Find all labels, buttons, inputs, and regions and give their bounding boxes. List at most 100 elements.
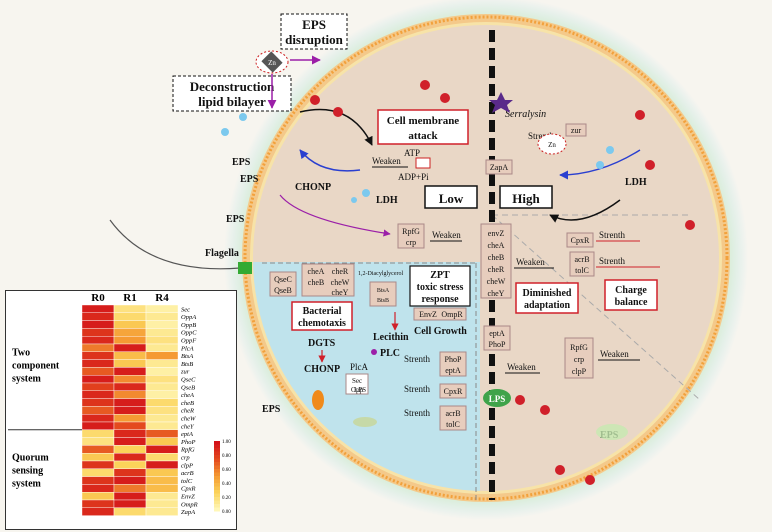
heatmap-gene-label: cheY bbox=[181, 423, 195, 430]
eps-label-2: EPS bbox=[240, 174, 259, 185]
heatmap-cell bbox=[113, 328, 147, 337]
eps-label-3: EPS bbox=[226, 214, 245, 225]
crp-left: crp bbox=[406, 238, 416, 247]
heatmap-cell bbox=[113, 390, 147, 399]
heatmap-gene-label: zur bbox=[180, 369, 190, 376]
heatmap-gene-label: OppA bbox=[181, 314, 196, 321]
gene-chey-right: cheY bbox=[488, 289, 505, 298]
heatmap-gene-label: PlcA bbox=[180, 345, 194, 352]
chemotaxis-line2: chemotaxis bbox=[298, 318, 346, 329]
heatmap-cell bbox=[145, 429, 179, 438]
scale-band bbox=[214, 493, 220, 498]
gene-ompr: OmpR bbox=[441, 310, 463, 319]
heatmap-col-r0: R0 bbox=[91, 292, 105, 304]
chonp-inner-label: CHONP bbox=[304, 364, 340, 375]
heatmap-gene-label: OmpR bbox=[181, 501, 198, 508]
eps-bottom-label: EPS bbox=[262, 404, 281, 415]
flagella-label: Flagella bbox=[205, 248, 239, 259]
scale-tick: 1.00 bbox=[222, 440, 231, 445]
strenth-serralysin: Strenth bbox=[528, 131, 554, 141]
scale-tick: 0.40 bbox=[222, 482, 231, 487]
gene-chew-right: cheW bbox=[487, 277, 506, 286]
zn-right-label: Zn bbox=[548, 141, 556, 149]
heatmap-cell bbox=[81, 359, 115, 368]
heatmap-gene-label: tolC bbox=[181, 478, 193, 485]
heatmap-cell bbox=[81, 398, 115, 407]
gene-chew: cheW bbox=[331, 278, 350, 287]
heatmap-cell bbox=[113, 343, 147, 353]
scale-band bbox=[214, 448, 220, 452]
scale-tick: 0.60 bbox=[222, 468, 231, 473]
gene-qsec: QseC bbox=[274, 275, 292, 284]
adp-label: ADP+Pi bbox=[398, 172, 429, 182]
zpt-line3: response bbox=[421, 294, 459, 305]
gene-sec: Sec bbox=[352, 377, 362, 385]
gene-btsa: BtsA bbox=[377, 288, 390, 294]
heatmap-cell bbox=[145, 312, 179, 321]
charge-balance-box bbox=[604, 279, 658, 311]
heatmap-cell bbox=[113, 336, 147, 345]
deconstruction-line1: Deconstruction bbox=[190, 79, 275, 94]
scale-band bbox=[214, 507, 220, 512]
heatmap-gene-label: OppF bbox=[181, 338, 197, 345]
heatmap-group-label: system bbox=[12, 373, 42, 384]
heatmap-cell bbox=[145, 437, 179, 446]
scale-band bbox=[214, 500, 220, 505]
scale-band bbox=[214, 486, 220, 491]
heatmap-gene-label: PhoP bbox=[180, 439, 195, 446]
heatmap-group-label: Two bbox=[12, 347, 30, 358]
heatmap-cell bbox=[81, 437, 115, 446]
gene-btsb: BtsB bbox=[377, 298, 389, 304]
heatmap-cell bbox=[81, 390, 115, 399]
gene-tolc-right: tolC bbox=[575, 266, 589, 275]
membrane-attack-line1: Cell membrane bbox=[387, 115, 460, 127]
heatmap-cell bbox=[145, 484, 179, 493]
serralysin-label: Serralysin bbox=[505, 109, 546, 120]
membrane-attack-line2: attack bbox=[408, 130, 438, 142]
scale-band bbox=[214, 469, 220, 473]
heatmap-cell bbox=[145, 351, 179, 360]
heatmap-cell bbox=[113, 491, 147, 501]
high-label: High bbox=[512, 191, 540, 206]
chonp-outer-label: CHONP bbox=[295, 182, 331, 193]
cell-growth-label: Cell Growth bbox=[414, 326, 467, 337]
high-box bbox=[499, 185, 553, 209]
atp-label: ATP bbox=[404, 148, 420, 158]
heatmap-cell bbox=[113, 445, 147, 454]
gene-epta-right: eptA bbox=[489, 329, 505, 338]
heatmap-cell bbox=[113, 374, 147, 384]
heatmap-cell bbox=[81, 445, 115, 454]
heatmap-cell bbox=[145, 406, 179, 415]
gene-opp: Opp bbox=[351, 386, 364, 394]
heatmap-cell bbox=[113, 499, 147, 509]
heatmap-gene-label: EnvZ bbox=[180, 494, 195, 501]
gene-rpfg-right: RpfG bbox=[570, 343, 588, 352]
zpt-line1: ZPT bbox=[430, 270, 450, 281]
heatmap-cell bbox=[113, 468, 147, 477]
rpfg-left: RpfG bbox=[402, 227, 420, 236]
heatmap-cell bbox=[145, 382, 179, 392]
chemotaxis-line1: Bacterial bbox=[303, 306, 342, 317]
zpt-box bbox=[409, 265, 471, 307]
gene-acrb-right: acrB bbox=[574, 255, 589, 264]
plc-label: PLC bbox=[380, 348, 400, 359]
heatmap-cell bbox=[81, 336, 115, 345]
heatmap-cell bbox=[81, 413, 115, 423]
heatmap-gene-label: cheA bbox=[181, 392, 194, 399]
heatmap-gene-label: cheR bbox=[181, 408, 194, 415]
gene-phop-right: PhoP bbox=[489, 340, 506, 349]
heatmap-cell bbox=[81, 367, 115, 376]
heatmap-gene-label: OppC bbox=[181, 330, 197, 337]
strenth-acrb: Strenth bbox=[599, 256, 625, 266]
eps-label-1: EPS bbox=[232, 157, 251, 168]
heatmap-cell bbox=[81, 499, 115, 509]
lps-right-icon bbox=[483, 389, 511, 407]
gene-epta-left: eptA bbox=[445, 366, 461, 375]
gene-envz: EnvZ bbox=[419, 310, 437, 319]
heatmap-group-label: system bbox=[12, 479, 42, 490]
heatmap-cell bbox=[81, 468, 115, 477]
heatmap-cell bbox=[81, 421, 115, 431]
heatmap-cell bbox=[113, 460, 147, 470]
heatmap-cell bbox=[81, 351, 115, 360]
heatmap-col-r4: R4 bbox=[155, 292, 169, 304]
